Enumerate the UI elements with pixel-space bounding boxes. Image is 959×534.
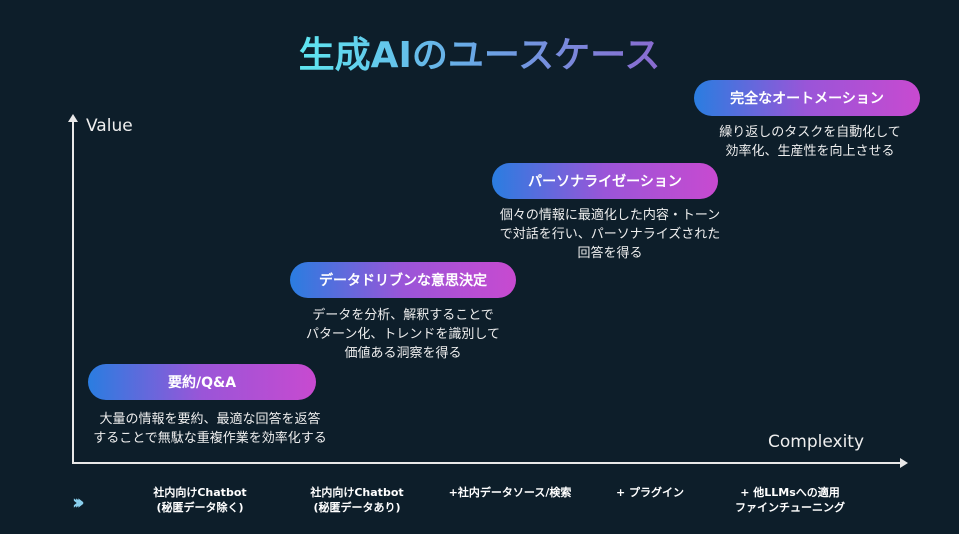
footer-line: 社内向けChatbot — [153, 486, 247, 499]
footer-line: (秘匿データあり) — [313, 501, 401, 514]
footer-step-2: 社内向けChatbot (秘匿データあり) — [297, 485, 417, 515]
footer-line: + プラグイン — [615, 486, 685, 499]
page-title: 生成AIのユースケース — [298, 35, 661, 76]
footer-line: ファインチューニング — [735, 501, 845, 514]
desc-line: 価値ある洞察を得る — [344, 346, 462, 361]
stage-desc-qa: 大量の情報を要約、最適な回答を返答することで無駄な重複作業を効率化する — [70, 410, 350, 448]
desc-line: パターン化、トレンドを識別して — [306, 327, 500, 342]
stage-pill-automation: 完全なオートメーション — [694, 80, 920, 116]
desc-line: データを分析、解釈することで — [312, 308, 494, 323]
footer-step-1: 社内向けChatbot (秘匿データ除く) — [140, 485, 260, 515]
footer-line: + 他LLMsへの適用 — [740, 486, 840, 499]
chevrons-icon: ››› — [72, 490, 85, 514]
stage-desc-automation: 繰り返しのタスクを自動化して効率化、生産性を向上させる — [690, 123, 930, 161]
stage-pill-data-driven: データドリブンな意思決定 — [290, 262, 516, 298]
y-axis-arrow-icon — [68, 114, 78, 122]
y-axis-label: Value — [86, 116, 133, 136]
desc-line: 回答を得る — [577, 246, 643, 261]
desc-line: 個々の情報に最適化した内容・トーン — [499, 208, 721, 223]
desc-line: で対話を行い、パーソナライズされた — [499, 227, 721, 242]
footer-step-4: + プラグイン — [600, 485, 700, 500]
x-axis-arrow-icon — [900, 458, 908, 468]
desc-line: 繰り返しのタスクを自動化して — [719, 125, 901, 140]
footer-line: (秘匿データ除く) — [156, 501, 244, 514]
desc-line: 大量の情報を要約、最適な回答を返答 — [99, 412, 321, 427]
desc-line: することで無駄な重複作業を効率化する — [93, 431, 327, 446]
stage-pill-qa: 要約/Q&A — [88, 364, 316, 400]
footer-step-3: +社内データソース/検索 — [435, 485, 585, 500]
stage-pill-personalization: パーソナライゼーション — [492, 163, 718, 199]
x-axis — [72, 462, 902, 464]
footer-line: +社内データソース/検索 — [448, 486, 572, 499]
x-axis-label: Complexity — [768, 432, 865, 452]
desc-line: 効率化、生産性を向上させる — [725, 144, 895, 159]
y-axis — [72, 120, 74, 464]
stage-desc-data-driven: データを分析、解釈することでパターン化、トレンドを識別して価値ある洞察を得る — [283, 306, 523, 363]
stage-desc-personalization: 個々の情報に最適化した内容・トーンで対話を行い、パーソナライズされた回答を得る — [480, 206, 740, 263]
footer-line: 社内向けChatbot — [310, 486, 404, 499]
footer-step-5: + 他LLMsへの適用ファインチューニング — [720, 485, 860, 515]
